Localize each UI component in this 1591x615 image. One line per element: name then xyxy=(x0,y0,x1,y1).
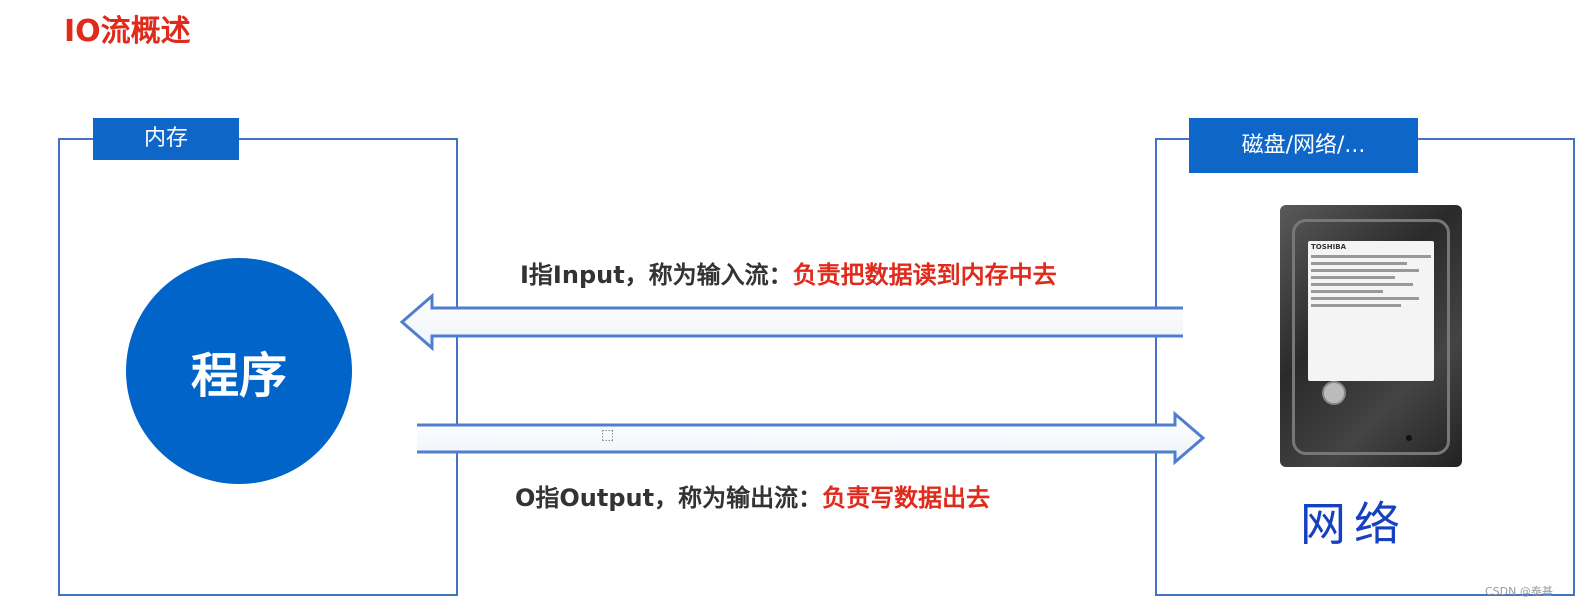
hard-drive-image: TOSHIBA xyxy=(1280,205,1462,467)
output-arrow xyxy=(417,414,1203,462)
network-label: 网络 xyxy=(1300,488,1408,554)
input-caption-prefix: I指Input，称为输入流： xyxy=(520,261,793,289)
watermark: CSDN @泰基 xyxy=(1485,583,1553,599)
hard-drive-spindle xyxy=(1322,381,1346,405)
input-caption: I指Input，称为输入流：负责把数据读到内存中去 xyxy=(520,255,1057,290)
hard-drive-screw xyxy=(1406,435,1412,441)
input-arrow xyxy=(402,296,1183,348)
mouse-cursor-icon: ⬚ xyxy=(601,427,614,443)
output-caption: O指Output，称为输出流：负责写数据出去 xyxy=(515,478,990,513)
output-caption-prefix: O指Output，称为输出流： xyxy=(515,484,822,512)
hard-drive-label: TOSHIBA xyxy=(1308,241,1434,381)
hard-drive-brand: TOSHIBA xyxy=(1311,243,1431,251)
output-caption-highlight: 负责写数据出去 xyxy=(822,484,990,512)
input-caption-highlight: 负责把数据读到内存中去 xyxy=(793,261,1057,289)
